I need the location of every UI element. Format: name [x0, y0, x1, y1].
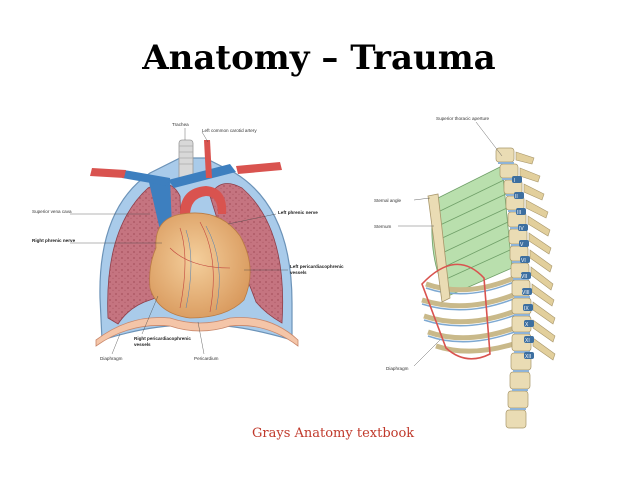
rib-numeral-5: V: [520, 242, 524, 248]
rib-numeral-7: VII: [521, 274, 527, 280]
rib-numeral-10: X: [525, 322, 529, 328]
subclavian-left: [236, 162, 282, 174]
thorax-anterior-illustration: Trachea Left common carotid artery Super…: [32, 122, 344, 361]
label-sternal-angle: Sternal angle: [374, 198, 402, 203]
sternum: [427, 193, 451, 303]
label-sternum: Sternum: [374, 224, 392, 229]
left-carotid: [204, 140, 212, 178]
label-right-pericardiacophrenic-2: vessels: [134, 342, 151, 347]
label-left-phrenic: Left phrenic nerve: [278, 210, 318, 215]
brachiocephalic-vein-left: [168, 164, 236, 188]
rib-numeral-12: XII: [525, 354, 531, 360]
label-left-pericardiacophrenic-1: Left pericardiacophrenic: [290, 264, 344, 269]
thoracic-cage-lateral-illustration: I II III IV V VI VII VIII IX X XI XII Su…: [374, 116, 556, 429]
label-right-phrenic: Right phrenic nerve: [32, 238, 76, 243]
rib-numeral-1: I: [514, 178, 515, 184]
rib-numeral-2: II: [515, 194, 518, 200]
aortic-arch: [180, 186, 227, 216]
lower-ribs: [421, 275, 521, 354]
superior-vena-cava: [148, 178, 172, 230]
rib-numeral-4: IV: [519, 226, 524, 232]
rib-numeral-6: VI: [521, 258, 526, 264]
label-superior-aperture: Superior thoracic aperture: [436, 116, 490, 121]
rib-numeral-3: III: [517, 210, 521, 216]
label-left-carotid: Left common carotid artery: [202, 128, 257, 133]
subclavian-right: [90, 168, 126, 178]
label-left-pericardiacophrenic-2: vessels: [290, 270, 307, 275]
label-trachea: Trachea: [172, 122, 189, 127]
rib-numeral-11: XI: [525, 338, 530, 344]
label-diaphragm-lateral: Diaphragm: [386, 366, 409, 371]
rib-numeral-8: VIII: [522, 290, 530, 296]
heart: [149, 212, 251, 319]
slide-title: Anatomy – Trauma: [142, 38, 496, 78]
figure-caption: Grays Anatomy textbook: [252, 426, 415, 441]
diaphragm-outline: [421, 263, 491, 360]
label-right-pericardiacophrenic-1: Right pericardiacophrenic: [134, 336, 191, 341]
brachiocephalic-vein-right: [122, 170, 170, 186]
label-diaphragm: Diaphragm: [100, 356, 123, 361]
label-pericardium: Pericardium: [194, 356, 219, 361]
diaphragm: [95, 317, 299, 347]
rib-numeral-9: IX: [524, 306, 529, 312]
label-svc: Superior vena cava: [32, 209, 72, 214]
